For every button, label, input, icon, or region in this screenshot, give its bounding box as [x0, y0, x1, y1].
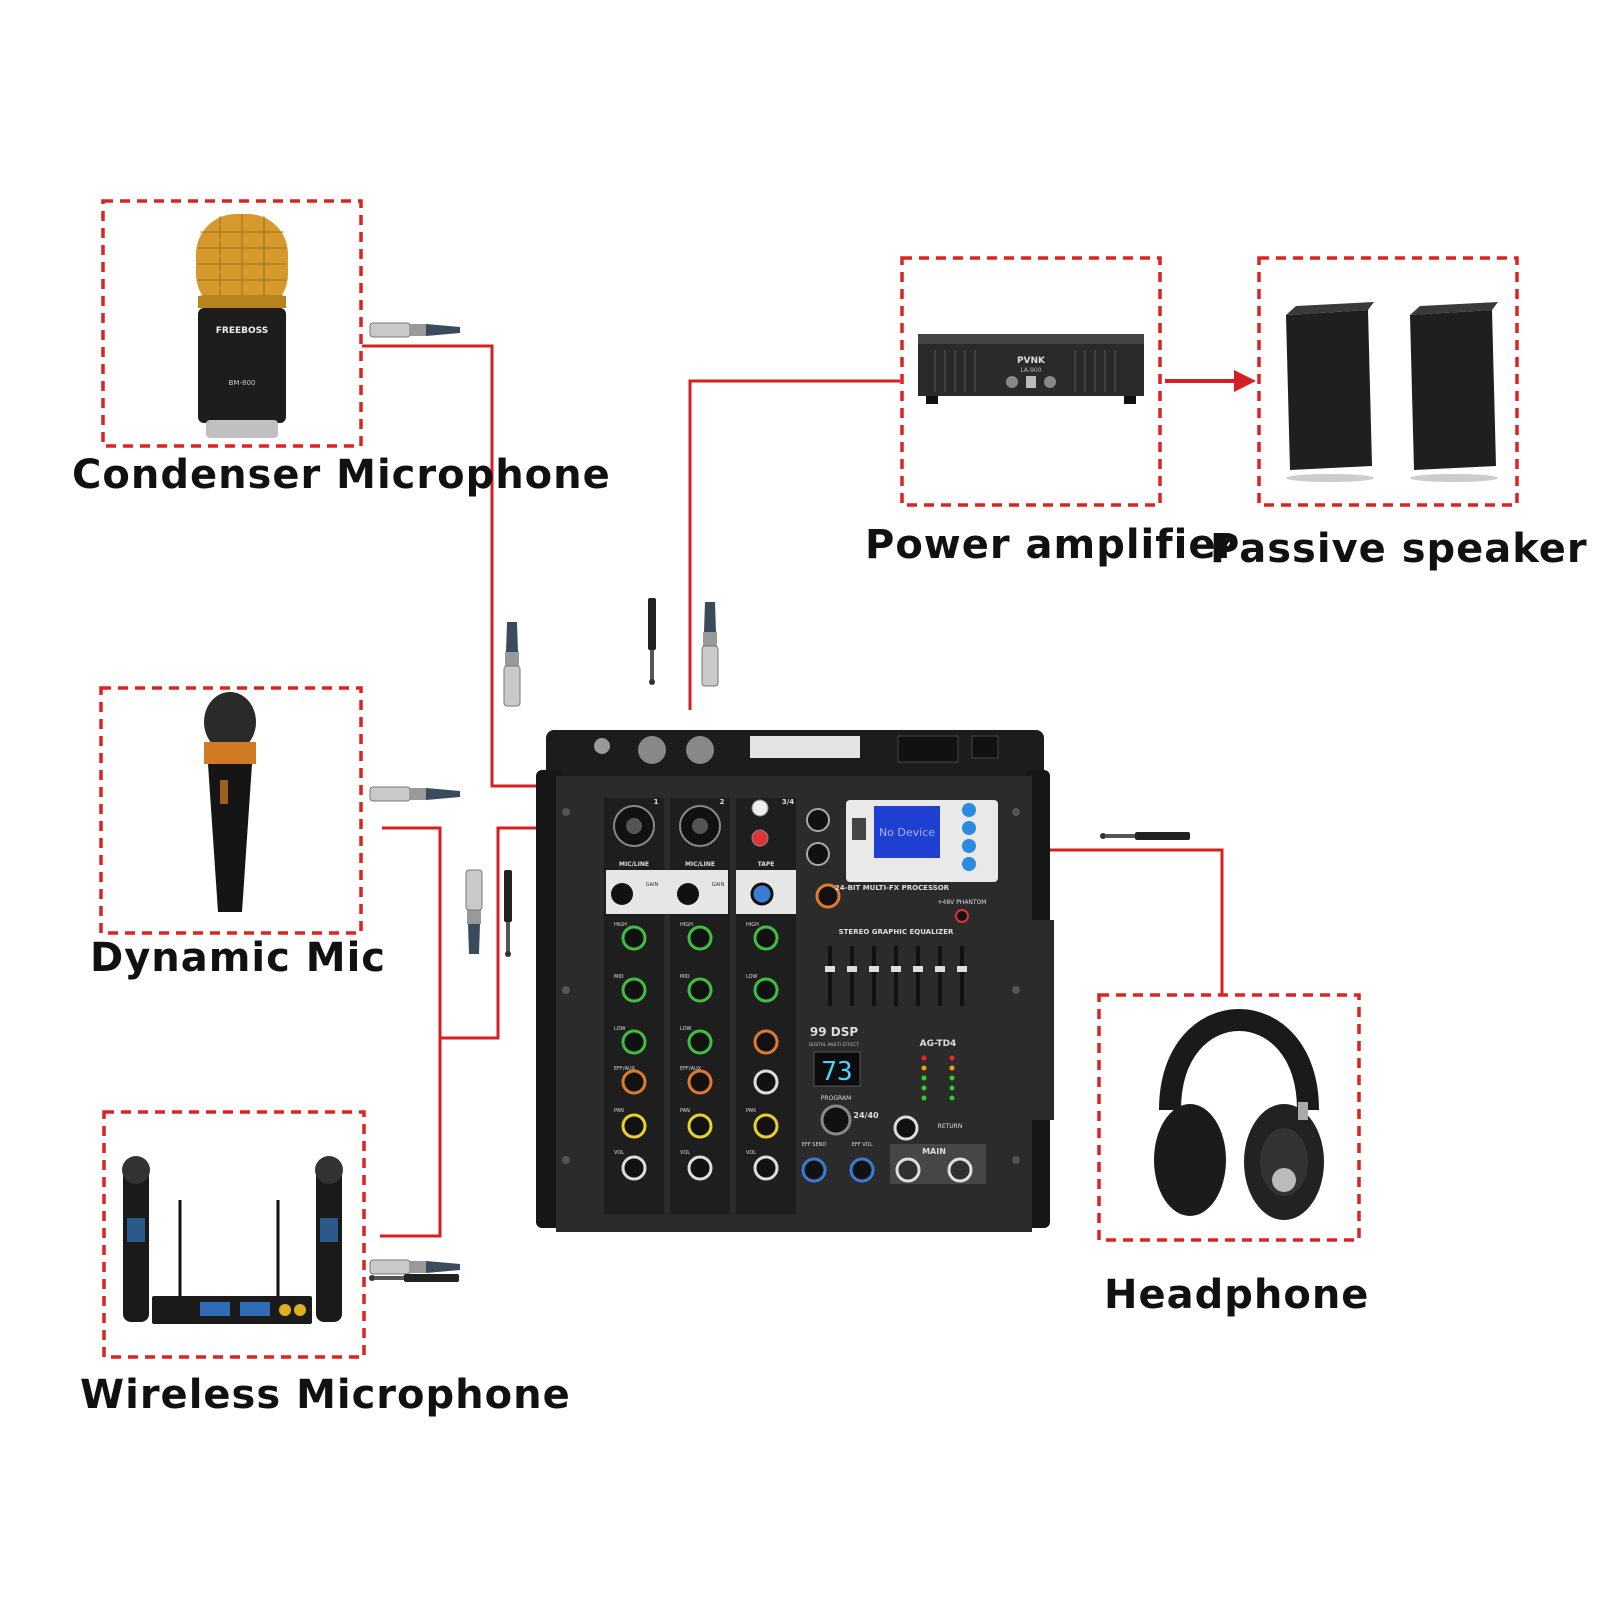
ch1-gain-label: GAIN [646, 882, 659, 888]
ch34-input-label: TAPE [758, 861, 775, 868]
box-condenser-mic [101, 199, 363, 448]
ch34-low-label: LOW [746, 974, 758, 980]
mixer-lcd-text: No Device [879, 826, 935, 839]
caption-wireless-microphone: Wireless Microphone [80, 1372, 571, 1418]
mixer-fx-title: 24-BIT MULTI-FX PROCESSOR [835, 884, 950, 892]
mixer-dsp-label: 99 DSP [810, 1025, 858, 1039]
mixer-return-label: RETURN [938, 1123, 963, 1130]
ch1-high-label: HIGH [614, 922, 627, 928]
cable-mixer-to-amp [688, 379, 900, 710]
caption-dynamic-mic: Dynamic Mic [90, 935, 386, 981]
condenser-mic-brand: FREEBOSS [216, 326, 268, 336]
mixer-main-label: MAIN [922, 1147, 946, 1156]
ch2-pan-label: PAN [680, 1108, 690, 1114]
level-meter-leds [921, 1055, 955, 1101]
ch2-input-label: MIC/LINE [685, 861, 715, 868]
mixer-phantom: +48V PHANTOM [938, 899, 987, 906]
ch2-eff-label: EFF/AUX [680, 1066, 702, 1072]
ch1-mid-label: MID [614, 974, 624, 980]
mixer-program-display: 73 [821, 1057, 852, 1087]
ch1-low-label: LOW [614, 1026, 626, 1032]
ch2-high-label: HIGH [680, 922, 693, 928]
caption-headphone: Headphone [1104, 1272, 1370, 1318]
caption-passive-speaker: Passive speaker [1210, 526, 1588, 572]
eq-faders [825, 946, 967, 1006]
wireless-mic-image [122, 1156, 343, 1324]
mixer-knobs [621, 883, 973, 1183]
mixer-model: AG-TD4 [920, 1039, 957, 1049]
headphone-image [1154, 1009, 1324, 1220]
box-dynamic-mic [99, 686, 363, 935]
condenser-mic-model: BM-800 [229, 379, 256, 387]
caption-power-amplifier: Power amplifier [865, 522, 1238, 568]
power-amp-image: PVNK LA-900 [918, 334, 1144, 404]
ch34-vol-label: VOL [746, 1150, 756, 1156]
ch34-number: 3/4 [782, 798, 794, 806]
ch2-vol-label: VOL [680, 1150, 690, 1156]
ch34-high-label: HIGH [746, 922, 759, 928]
box-wireless-mic [102, 1110, 366, 1359]
ch2-number: 2 [720, 798, 725, 806]
ch2-gain-label: GAIN [712, 882, 725, 888]
ch1-input-label: MIC/LINE [619, 861, 649, 868]
condenser-mic-image: FREEBOSS BM-800 [196, 214, 288, 438]
ch1-eff-label: EFF/AUX [614, 1066, 636, 1072]
passive-speaker-image [1286, 302, 1498, 482]
box-power-amp [900, 256, 1162, 507]
box-passive-speaker [1257, 256, 1519, 507]
ch1-pan-label: PAN [614, 1108, 624, 1114]
cable-wireless-to-mixer [380, 1038, 442, 1238]
ch2-low-label: LOW [680, 1026, 692, 1032]
ch1-vol-label: VOL [614, 1150, 624, 1156]
cable-dynamic-to-mixer [382, 826, 620, 1040]
mixer-program-label: PROGRAM [821, 1095, 851, 1102]
ch2-mid-label: MID [680, 974, 690, 980]
ch34-pan-label: PAN [746, 1108, 756, 1114]
mixer-dsp-bits: 24/40 [853, 1111, 879, 1120]
mixer-image: No Device 24-BIT MULTI-FX PROCESSOR +48V… [536, 730, 1054, 1232]
arrow-amp-to-speaker [1165, 370, 1256, 392]
box-headphone [1097, 993, 1361, 1242]
amp-brand: PVNK [1017, 356, 1046, 366]
amp-model: LA-900 [1020, 367, 1041, 374]
caption-condenser-microphone: Condenser Microphone [72, 452, 611, 498]
mixer-dsp-sub: DIGITAL MULTI EFFECT [809, 1042, 860, 1048]
mixer-eff-send-label: EFF SEND [802, 1142, 827, 1148]
mixer-eff-vol-label: EFF VOL [852, 1142, 873, 1148]
dynamic-mic-image [204, 692, 256, 912]
ch1-number: 1 [654, 798, 659, 806]
mixer-eq-title: STEREO GRAPHIC EQUALIZER [839, 928, 954, 936]
device-boxes [99, 199, 1519, 1359]
